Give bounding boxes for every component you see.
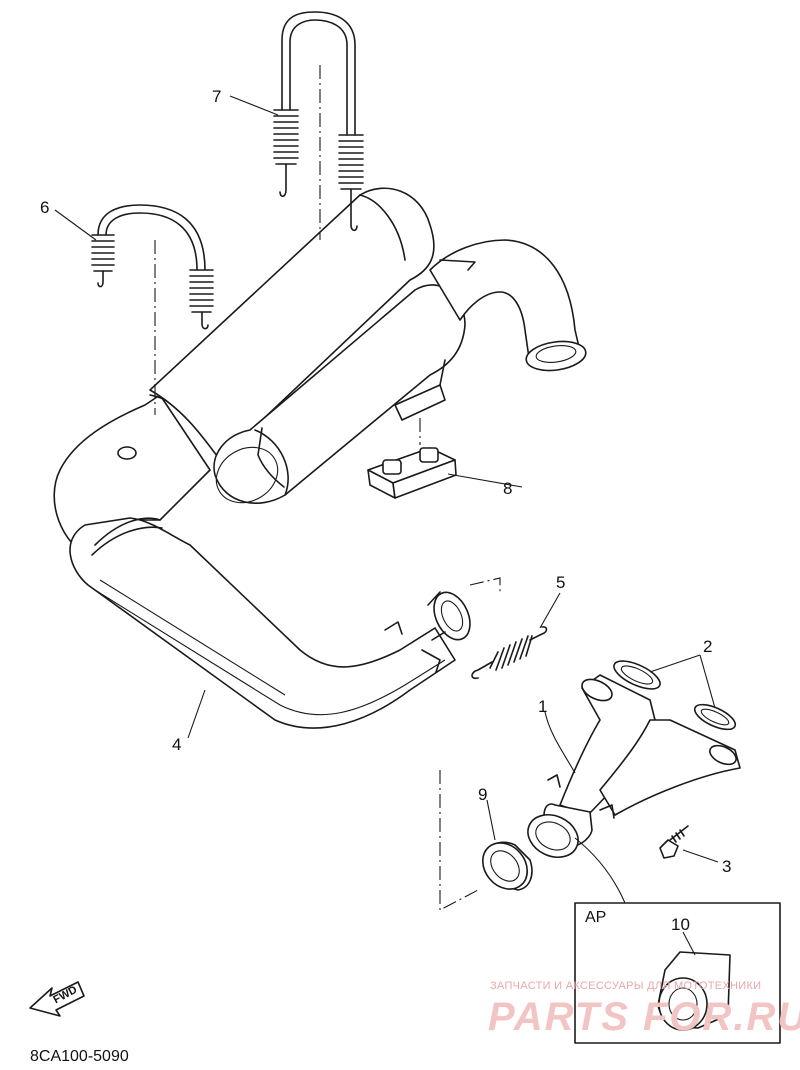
watermark: ЗАПЧАСТИ И АКСЕССУАРЫ ДЛЯ МОТОТЕХНИКИ PA… bbox=[488, 980, 800, 1039]
callout-3: 3 bbox=[722, 857, 731, 876]
part-code: 8CA100-5090 bbox=[30, 1048, 129, 1065]
callout-4: 4 bbox=[172, 735, 181, 754]
spring-hanger-6 bbox=[91, 204, 214, 330]
muffler-assembly bbox=[53, 187, 587, 729]
sleeve-part-10 bbox=[657, 951, 731, 1031]
spring-5 bbox=[471, 626, 548, 680]
callout-6: 6 bbox=[40, 198, 49, 217]
watermark-logo: PARTS FOR.RU bbox=[488, 995, 800, 1039]
callout-9: 9 bbox=[478, 785, 487, 804]
assembly-lines bbox=[154, 65, 501, 911]
leader-lines bbox=[54, 95, 719, 956]
rubber-mount bbox=[367, 447, 457, 499]
callout-10: 10 bbox=[671, 915, 690, 934]
fwd-arrow-icon: FWD bbox=[29, 981, 85, 1017]
callout-1: 1 bbox=[538, 697, 547, 716]
gasket-upper bbox=[613, 660, 661, 690]
callout-2: 2 bbox=[703, 637, 712, 656]
bolt bbox=[659, 825, 689, 859]
gasket-lower bbox=[693, 703, 737, 731]
exhaust-manifold bbox=[527, 674, 741, 858]
callout-5: 5 bbox=[556, 573, 565, 592]
inset-label: AP bbox=[585, 909, 606, 926]
callouts: 1 2 3 4 5 6 7 8 9 10 AP bbox=[40, 87, 731, 934]
watermark-tagline: ЗАПЧАСТИ И АКСЕССУАРЫ ДЛЯ МОТОТЕХНИКИ bbox=[490, 980, 761, 992]
joint-gasket bbox=[481, 841, 533, 891]
inset-box bbox=[574, 902, 781, 1044]
callout-7: 7 bbox=[212, 87, 221, 106]
spring-hanger-7 bbox=[273, 11, 364, 232]
callout-8: 8 bbox=[503, 479, 512, 498]
